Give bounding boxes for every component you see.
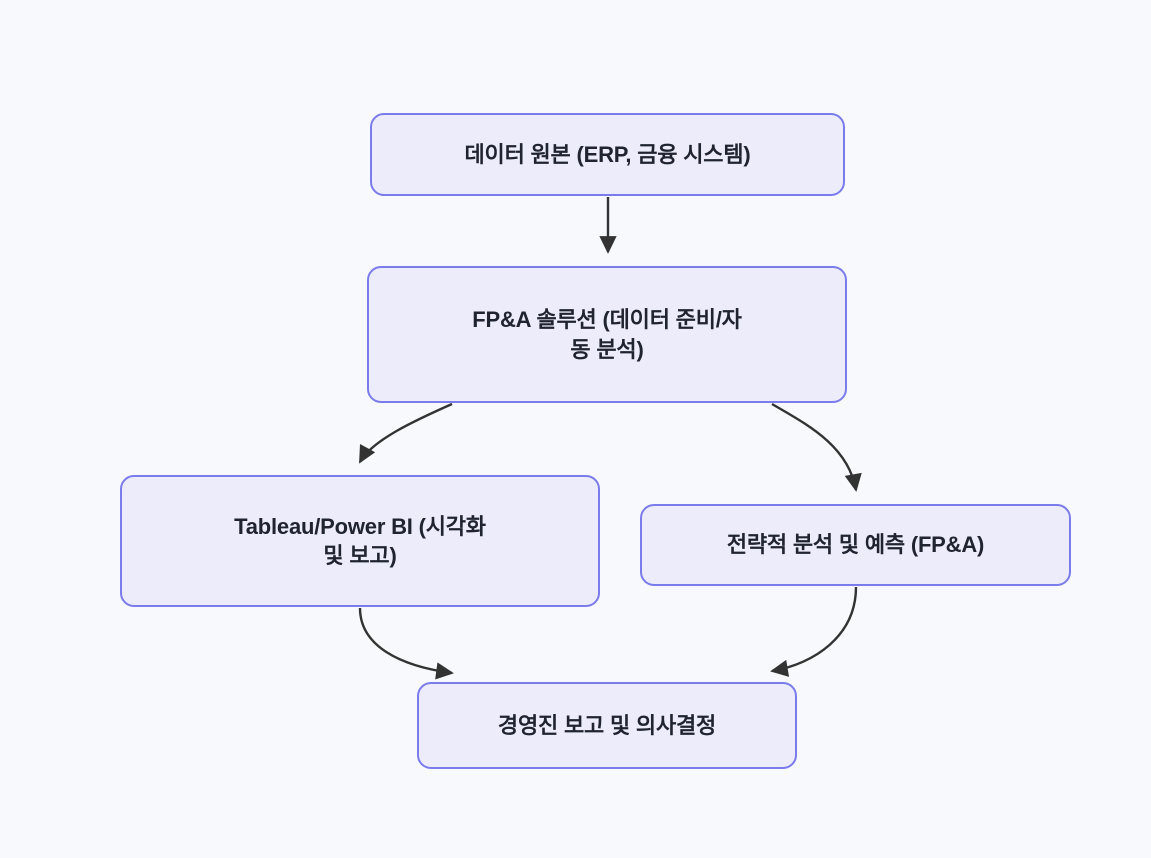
node-executive-decision[interactable]: 경영진 보고 및 의사결정 <box>417 682 797 769</box>
node-strategic-analysis[interactable]: 전략적 분석 및 예측 (FP&A) <box>640 504 1071 586</box>
node-fpna-solution[interactable]: FP&A 솔루션 (데이터 준비/자 동 분석) <box>367 266 847 403</box>
node-data-source[interactable]: 데이터 원본 (ERP, 금융 시스템) <box>370 113 845 196</box>
edge-strategy-to-decision <box>770 586 858 677</box>
node-tableau-power-bi-label: Tableau/Power BI (시각화 및 보고) <box>234 513 486 568</box>
node-fpna-solution-label: FP&A 솔루션 (데이터 준비/자 동 분석) <box>472 307 742 362</box>
node-strategic-analysis-label: 전략적 분석 및 예측 (FP&A) <box>726 532 985 558</box>
edge-fpna-to-bi <box>358 402 453 464</box>
node-data-source-label: 데이터 원본 (ERP, 금융 시스템) <box>464 141 751 167</box>
node-executive-decision-label: 경영진 보고 및 의사결정 <box>497 712 717 738</box>
edge-fpna-to-strategy <box>771 402 862 492</box>
node-tableau-power-bi[interactable]: Tableau/Power BI (시각화 및 보고) <box>120 475 600 607</box>
edge-bi-to-decision <box>358 607 454 680</box>
